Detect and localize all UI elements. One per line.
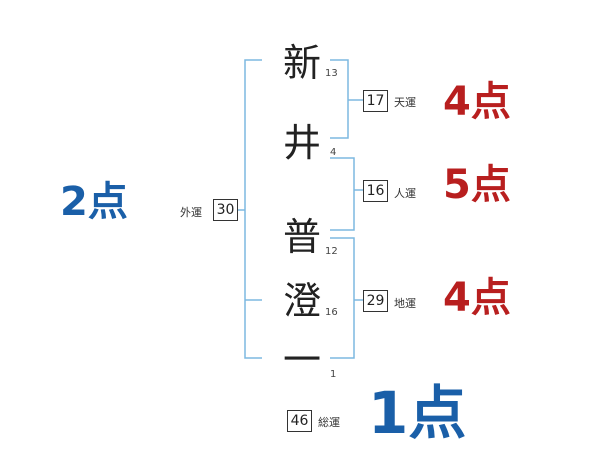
chiun-label: 地運 xyxy=(394,297,416,310)
name-char-1: 新 xyxy=(283,41,322,85)
name-char-3: 普 xyxy=(283,215,322,259)
gaiun-label: 外運 xyxy=(180,206,202,219)
name-char-2: 井 xyxy=(283,121,322,165)
souun-label: 総運 xyxy=(318,416,340,429)
tenun-value-box: 17 xyxy=(363,90,388,112)
stroke-count-3: 12 xyxy=(325,246,338,257)
stroke-count-1: 13 xyxy=(325,68,338,79)
chiun-bracket xyxy=(330,237,355,359)
gaiun-bracket xyxy=(244,59,262,359)
chiun-score: 4点 xyxy=(443,275,511,321)
gaiun-score: 2点 xyxy=(60,179,128,225)
chiun-value-box: 29 xyxy=(363,290,388,312)
jinun-score: 5点 xyxy=(443,162,511,208)
stroke-count-4: 16 xyxy=(325,307,338,318)
stroke-count-2: 4 xyxy=(330,147,337,158)
jinun-value-box: 16 xyxy=(363,180,388,202)
jinun-label: 人運 xyxy=(394,187,416,200)
name-char-5: 一 xyxy=(283,338,322,382)
tenun-bracket xyxy=(330,59,349,139)
tenun-score: 4点 xyxy=(443,79,511,125)
jinun-bracket xyxy=(330,157,355,231)
souun-value-box: 46 xyxy=(287,410,312,432)
name-char-4: 澄 xyxy=(283,279,322,323)
tenun-label: 天運 xyxy=(394,96,416,109)
stroke-count-5: 1 xyxy=(330,369,337,380)
gaiun-value-box: 30 xyxy=(213,199,238,221)
souun-score: 1点 xyxy=(368,379,467,447)
